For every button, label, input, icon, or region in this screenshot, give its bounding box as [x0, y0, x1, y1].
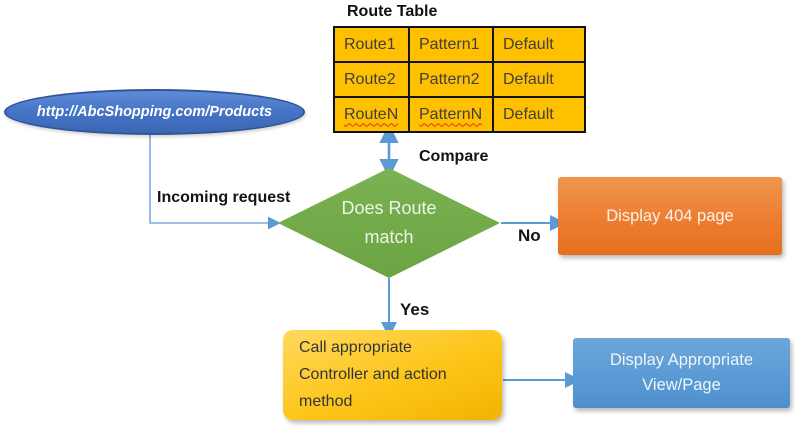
- table-cell: Route2: [333, 61, 410, 98]
- compare-label: Compare: [419, 148, 489, 165]
- arrow-incoming-request: [149, 135, 281, 230]
- table-row: Route2 Pattern2 Default: [333, 61, 586, 98]
- table-row: Route1 Pattern1 Default: [333, 26, 586, 63]
- table-cell: Pattern2: [408, 61, 494, 98]
- incoming-request-label: Incoming request: [157, 189, 291, 206]
- no-label: No: [518, 226, 541, 245]
- table-cell: Default: [492, 61, 586, 98]
- table-cell: Pattern1: [408, 26, 494, 63]
- route-table-title: Route Table: [347, 3, 438, 20]
- controller-label-line3: method: [299, 393, 353, 410]
- decision-label-line1: Does Route: [341, 198, 437, 218]
- controller-label-line1: Call appropriate: [299, 339, 412, 356]
- url-label: http://AbcShopping.com/Products: [36, 104, 273, 120]
- node-display-404: Display 404 page: [558, 177, 782, 255]
- node-display-view: Display Appropriate View/Page: [573, 338, 790, 408]
- table-cell: Default: [492, 26, 586, 63]
- display-404-label: Display 404 page: [606, 206, 734, 225]
- table-cell: Default: [492, 96, 586, 133]
- node-call-controller: Call appropriate Controller and action m…: [283, 330, 502, 420]
- table-cell: RouteN: [333, 96, 410, 133]
- display-view-line2: View/Page: [642, 376, 721, 394]
- node-url-ellipse: http://AbcShopping.com/Products: [4, 89, 305, 135]
- table-cell: PatternN: [408, 96, 494, 133]
- table-row: RouteN PatternN Default: [333, 96, 586, 133]
- display-view-line1: Display Appropriate: [609, 351, 754, 369]
- controller-label-line2: Controller and action: [299, 366, 447, 383]
- decision-label-line2: match: [364, 227, 414, 247]
- table-cell: Route1: [333, 26, 410, 63]
- route-table: Route1 Pattern1 Default Route2 Pattern2 …: [333, 26, 586, 133]
- yes-label: Yes: [400, 300, 430, 319]
